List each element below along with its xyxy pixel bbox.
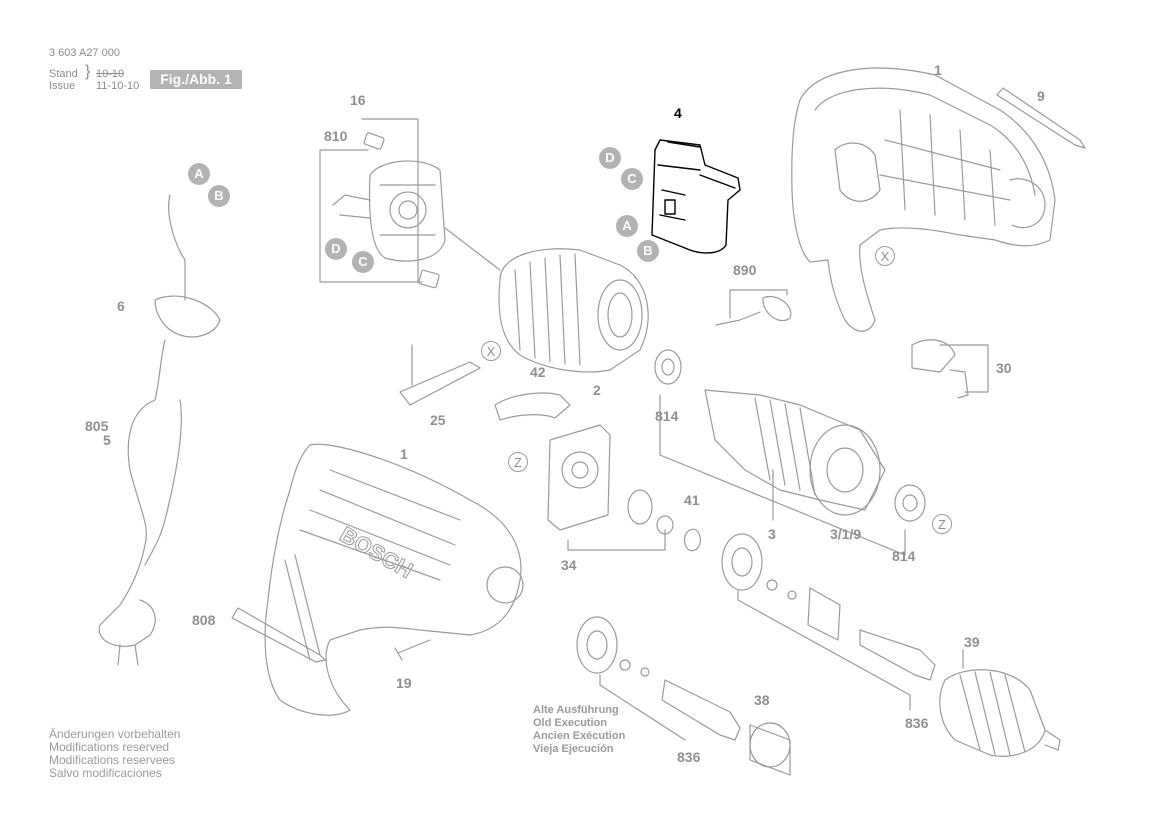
part-number: 814 [655,408,679,424]
part-number: 2 [593,382,601,398]
stator [498,248,649,373]
part-number: 810 [324,128,348,144]
part-number: 19 [396,675,412,691]
old-execution-line: Vieja Ejecución [533,743,614,755]
part-number: 890 [733,262,757,278]
connection-badge-b: B [208,185,230,207]
housing-logo: BOSCH [336,522,417,583]
part-number-highlighted: 4 [674,105,682,121]
part-number: 25 [430,412,446,428]
reference-marker-z: Z [932,514,952,534]
reference-marker-x: X [481,341,501,361]
old-execution-line: Alte Ausführung [533,704,619,716]
part-number: 836 [905,715,929,731]
part-number: 1 [934,62,942,78]
armature [704,389,886,516]
part-number: 38 [754,692,770,708]
note-line: Änderungen vorbehalten [49,727,181,741]
modifications-note: Änderungen vorbehalten Modifications res… [49,728,180,780]
part-number: 805 [85,418,109,434]
part-number: 3/1/9 [830,526,862,542]
old-execution-note: Alte Ausführung Old Execution Ancien Exé… [533,704,625,756]
part-number: 814 [892,548,916,564]
part-number: 30 [996,360,1012,376]
note-line: Salvo modificaciones [49,766,162,780]
part-number: 3 [768,526,776,542]
brush-holder [332,132,446,289]
note-line: Modifications reservees [49,753,176,767]
connection-badge-d: D [599,147,621,169]
connection-badge-a: A [188,163,210,185]
switch [651,139,741,254]
part-number: 42 [530,364,546,380]
issue-date: 11-10-10 [96,80,140,92]
part-number: 808 [192,612,216,628]
connection-badge-a: A [616,215,638,237]
power-cable [98,194,221,666]
figure-label: Fig./Abb. 1 [150,70,242,89]
part-number: 41 [684,492,700,508]
housing-shell-top [791,67,1056,332]
part-number: 836 [677,749,701,765]
part-number: 34 [561,557,577,573]
part-number: 39 [964,634,980,650]
issue-label: Issue [49,80,76,92]
old-execution-line: Old Execution [533,717,607,729]
part-number: 1 [400,446,408,462]
label-blade-9 [996,87,1086,149]
connection-badge-c: C [352,251,374,273]
chuck [939,669,1061,757]
housing-shell-bottom [264,443,524,716]
connection-badge-d: D [325,238,347,260]
part-number: 16 [350,92,366,108]
old-execution-line: Ancien Exécution [533,730,626,742]
stand-date: 10-10 [96,68,125,80]
stand-label: Stand [49,68,78,80]
part-number: 6 [117,298,125,314]
connection-badge-b: B [637,240,659,262]
reference-marker-x: X [875,246,895,266]
part-number: 9 [1037,88,1045,104]
reference-marker-z: Z [508,452,528,472]
document-number: 3 603 A27 000 [49,47,120,59]
note-line: Modifications reserved [49,740,170,754]
part-number: 5 [103,432,111,448]
brace-icon: } [85,63,91,80]
connection-badge-c: C [621,168,643,190]
